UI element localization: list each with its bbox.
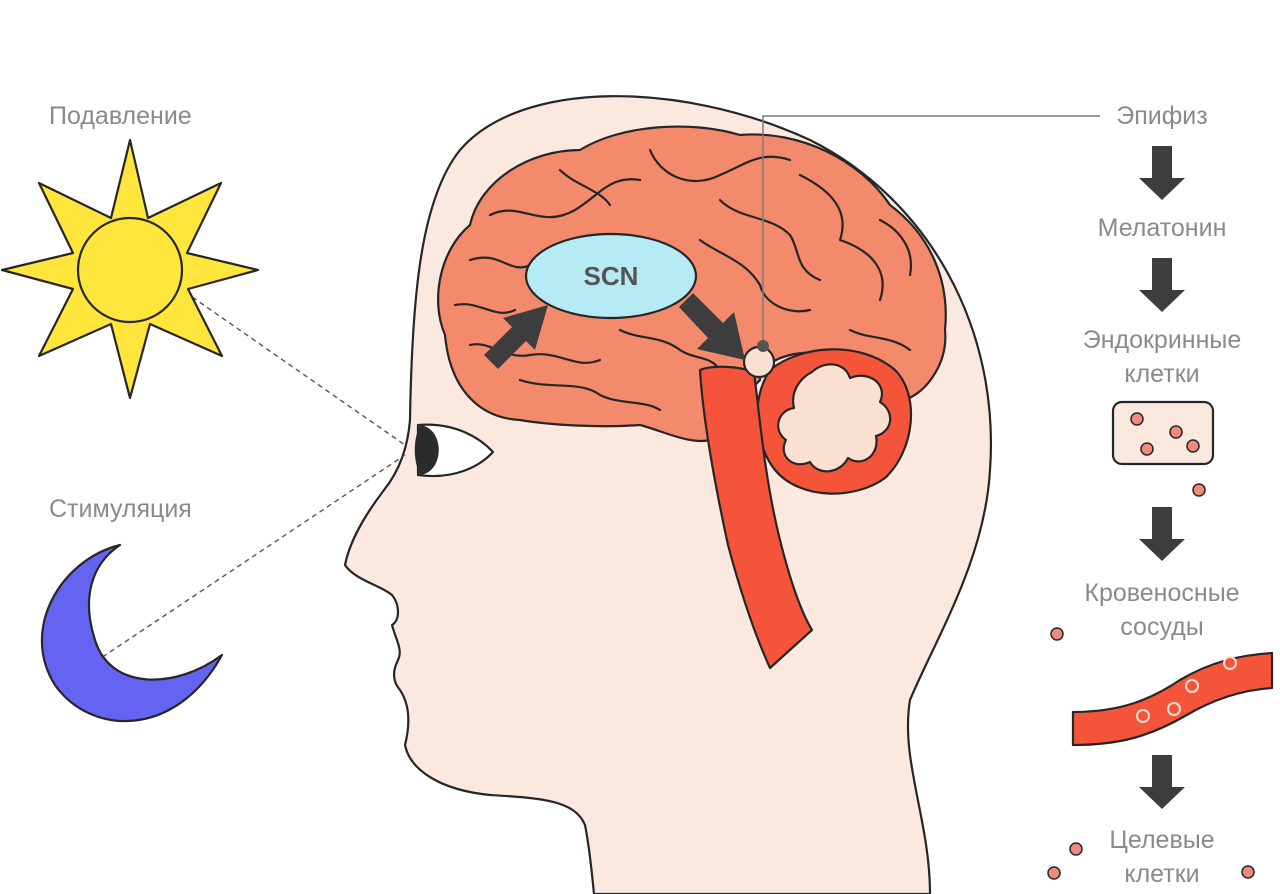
label-pineal: Эпифиз	[1116, 102, 1207, 130]
label-vessels-2: сосуды	[1120, 613, 1203, 641]
hormone-dot	[1050, 627, 1064, 641]
brain	[437, 125, 947, 670]
arrow-down-icon	[1139, 755, 1185, 809]
scn-nucleus: SCN	[524, 232, 698, 320]
label-endocrine-2: клетки	[1124, 360, 1199, 388]
arrow-down-icon	[1139, 146, 1185, 200]
eye-icon	[414, 423, 495, 478]
label-suppression: Подавление	[49, 102, 192, 130]
scn-label: SCN	[584, 261, 639, 291]
moon-icon	[40, 543, 224, 723]
pineal-gland	[742, 345, 776, 379]
target-dots	[1047, 842, 1255, 880]
label-vessels-1: Кровеносные	[1084, 579, 1239, 607]
label-melatonin: Мелатонин	[1098, 214, 1227, 242]
pineal-pointer-line	[762, 115, 1100, 346]
label-target-1: Целевые	[1109, 826, 1214, 854]
arrow-down-icon	[1139, 258, 1185, 312]
arrow-from-scn-icon	[679, 293, 745, 360]
label-stimulation: Стимуляция	[49, 495, 192, 523]
light-rays	[94, 291, 406, 663]
arbor-vitae	[777, 363, 892, 473]
blood-vessel	[1071, 651, 1274, 747]
brain-folds	[453, 148, 913, 412]
endocrine-cell-box	[1111, 400, 1215, 466]
label-target-2: клетки	[1124, 860, 1199, 888]
hormone-dot	[1192, 483, 1206, 497]
arrow-down-icon	[1139, 507, 1185, 561]
label-endocrine-1: Эндокринные	[1083, 326, 1242, 354]
sun-icon	[0, 138, 260, 400]
arrow-to-scn-icon	[484, 305, 548, 369]
pineal-pointer-dot	[757, 340, 769, 352]
